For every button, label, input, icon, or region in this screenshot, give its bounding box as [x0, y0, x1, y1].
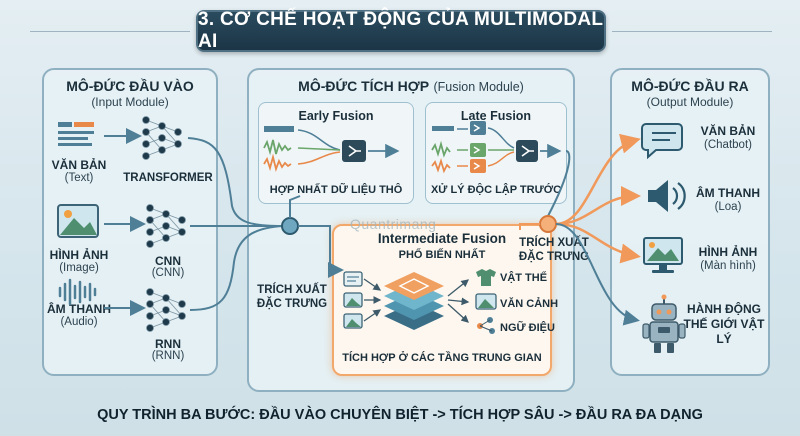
output-image-sub: (Màn hình) [700, 260, 756, 272]
model-rnn-sub: (RNN) [151, 350, 185, 362]
output-text-label: VĂN BẢN [700, 124, 756, 138]
model-transformer-label: TRANSFORMER [123, 172, 213, 184]
extract-right-line1: TRÍCH XUẤT [519, 237, 589, 249]
output-image-label: HÌNH ẢNH [698, 245, 758, 259]
input-text-sub: (Text) [64, 172, 94, 184]
late-fusion-caption: XỬ LÝ ĐỘC LẬP TRƯỚC [430, 184, 562, 196]
page-title: 3. CƠ CHẾ HOẠT ĐỘNG CỦA MULTIMODAL AI [196, 9, 606, 52]
late-fusion-title: Late Fusion [460, 109, 532, 123]
output-action-label: HÀNH ĐỘNG THẾ GIỚI VẬT LÝ [683, 302, 765, 346]
footer-caption: QUY TRÌNH BA BƯỚC: ĐẦU VÀO CHUYÊN BIỆT -… [97, 407, 703, 423]
model-cnn-label: CNN [155, 254, 181, 268]
input-text-label: VĂN BẢN [51, 158, 107, 172]
intermediate-fusion-caption: TÍCH HỢP Ở CÁC TẦNG TRUNG GIAN [342, 352, 542, 364]
output-text-sub: (Chatbot) [704, 139, 752, 151]
early-fusion-caption: HỢP NHẤT DỮ LIỆU THÔ [269, 184, 403, 196]
title-deco-right [612, 31, 772, 32]
watermark: Quantrimang [350, 216, 437, 232]
intermediate-output-object: VẬT THỂ [500, 272, 548, 284]
title-deco-left [30, 31, 190, 32]
input-module-title: MÔ-ĐỨC ĐẦU VÀO [66, 78, 194, 94]
input-audio-label: ÂM THANH [47, 302, 111, 316]
intermediate-output-intonation: NGỮ ĐIỆU [500, 322, 555, 334]
intermediate-fusion-title: Intermediate Fusion [377, 231, 507, 246]
intermediate-output-context: VĂN CẢNH [500, 298, 559, 310]
intermediate-fusion-subtitle: PHỔ BIẾN NHẤT [398, 249, 486, 261]
output-audio-label: ÂM THANH [696, 186, 760, 200]
input-image-label: HÌNH ẢNH [49, 248, 109, 262]
fusion-module-title: MÔ-ĐỨC TÍCH HỢP [298, 78, 430, 94]
model-rnn-label: RNN [155, 337, 181, 351]
extract-right-line2: ĐẶC TRƯNG [518, 251, 590, 263]
input-image-sub: (Image) [59, 262, 99, 274]
early-fusion-title: Early Fusion [298, 109, 374, 123]
fusion-module-title-suffix: (Fusion Module) [433, 80, 524, 94]
input-module-subtitle: (Input Module) [91, 95, 169, 109]
fusion-module-header: MÔ-ĐỨC TÍCH HỢP (Fusion Module) [247, 78, 575, 96]
output-module-subtitle: (Output Module) [646, 95, 734, 109]
output-module-title: MÔ-ĐỨC ĐẦU RA [631, 78, 749, 94]
model-cnn-sub: (CNN) [151, 267, 185, 279]
extract-left-line1: TRÍCH XUẤT [257, 284, 327, 296]
input-audio-sub: (Audio) [60, 316, 98, 328]
input-module-panel [42, 68, 218, 376]
extract-left-line2: ĐẶC TRƯNG [256, 298, 328, 310]
output-audio-sub: (Loa) [714, 201, 742, 213]
